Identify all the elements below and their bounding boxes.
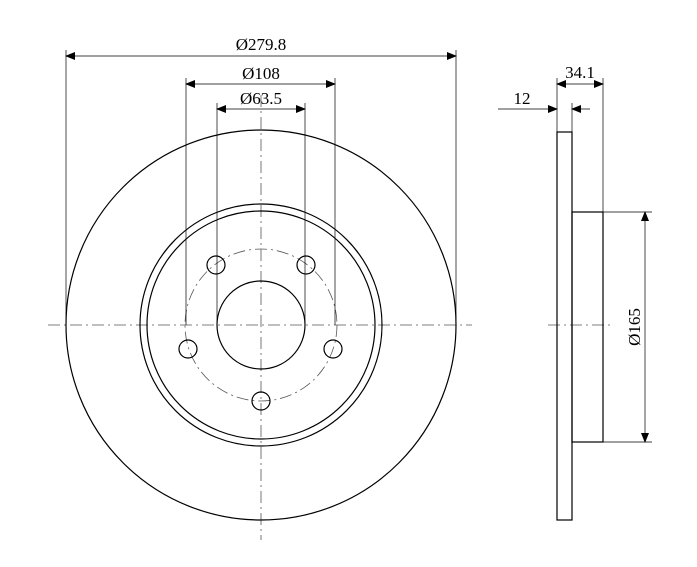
side-view: 34.1 12 Ø165 [498,63,652,521]
center-bore-label: Ø63.5 [240,89,282,108]
bolt-circle-label: Ø108 [242,64,280,83]
bolt-hole [251,391,271,411]
disc-plate-section [556,131,573,521]
dim-hub-diameter: Ø165 [603,211,652,443]
bolt-holes [178,255,343,411]
bolt-hole [323,339,343,359]
hub-diameter-label: Ø165 [625,308,644,346]
outer-diameter-label: Ø279.8 [236,35,287,54]
bolt-hole [206,255,226,275]
total-height-label: 34.1 [565,63,595,82]
bolt-hole [296,255,316,275]
hub-section [571,211,604,443]
dim-disc-thickness: 12 [498,89,590,212]
hat-inner-edge [146,210,376,440]
dim-center-bore: Ø63.5 [216,89,306,325]
bolt-hole [178,339,198,359]
dim-total-height: 34.1 [556,63,604,212]
dim-outer-diameter: Ø279.8 [65,35,457,325]
bolt-circle [184,248,338,402]
dim-bolt-circle: Ø108 [185,64,336,325]
hat-outer-edge [139,203,383,447]
disc-thickness-label: 12 [514,89,531,108]
front-view: Ø279.8 Ø108 Ø63.5 [48,35,472,540]
